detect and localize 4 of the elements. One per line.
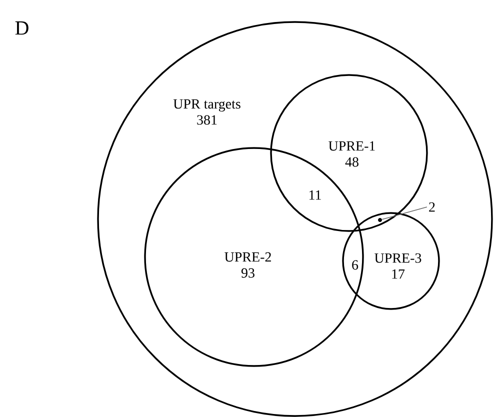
count-label: 6 bbox=[352, 260, 358, 270]
panel-letter: D bbox=[15, 21, 28, 35]
count-label: 2 bbox=[429, 202, 435, 212]
count-label: 11 bbox=[310, 190, 321, 200]
